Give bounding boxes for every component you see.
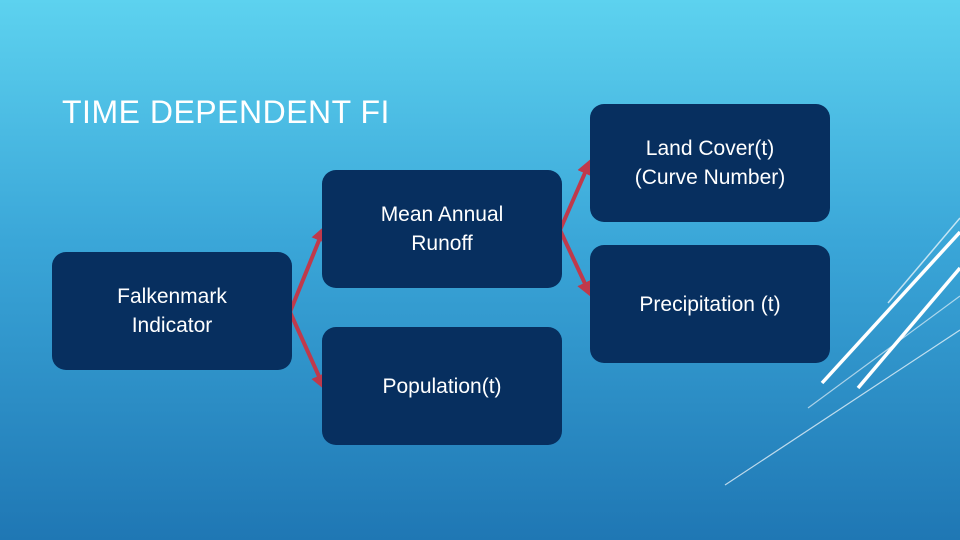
- node-mean-annual-runoff: Mean Annual Runoff: [322, 170, 562, 288]
- node-population: Population(t): [322, 327, 562, 445]
- node-falkenmark-indicator: Falkenmark Indicator: [52, 252, 292, 370]
- deco-line-2: [820, 230, 960, 385]
- connector-falkenmark-population: [288, 311, 327, 391]
- deco-line-4: [807, 295, 960, 409]
- node-falkenmark-indicator-label: Falkenmark Indicator: [117, 285, 227, 337]
- node-mean-annual-runoff-label: Mean Annual Runoff: [380, 203, 504, 255]
- node-population-label: Population(t): [382, 374, 502, 398]
- node-land-cover: Land Cover(t) (Curve Number): [590, 104, 830, 222]
- node-land-cover-label: Land Cover(t) (Curve Number): [634, 137, 786, 189]
- deco-line-1: [887, 217, 960, 304]
- connector-runoff-landcover: [558, 158, 593, 231]
- deco-line-3: [856, 266, 960, 390]
- node-precipitation-label: Precipitation (t): [639, 292, 781, 316]
- connector-falkenmark-runoff: [288, 225, 327, 313]
- connector-runoff-precipitation: [558, 229, 592, 298]
- slide-title: TIME DEPENDENT FI: [62, 94, 390, 130]
- node-precipitation: Precipitation (t): [590, 245, 830, 363]
